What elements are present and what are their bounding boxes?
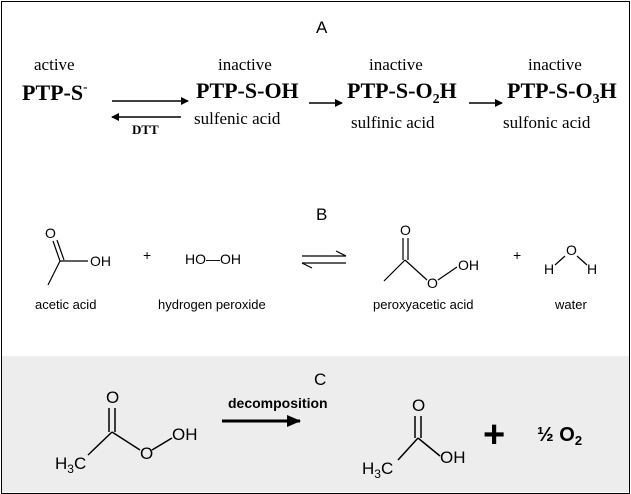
inactive-label-2: inactive <box>369 55 423 74</box>
species-sulfonic: PTP-S-O3H <box>507 78 617 107</box>
peroxy-o-top: O <box>400 222 411 238</box>
peroxy-o-mid: O <box>427 275 438 291</box>
panel-b-label: B <box>316 205 328 224</box>
hydrogen-peroxide-formula: HO—OH <box>185 251 241 267</box>
acetic-acid-oh: OH <box>90 253 111 269</box>
peroxy-oh: OH <box>458 257 479 273</box>
oxygen-product: ½ O2 <box>537 424 583 448</box>
c-acid-oh: OH <box>440 448 466 467</box>
sulfonic-acid-label: sulfonic acid <box>503 113 591 132</box>
inactive-label-1: inactive <box>218 55 272 74</box>
c-peroxyacetic-acid-structure <box>87 408 173 456</box>
equilibrium-arrow <box>301 250 347 269</box>
water-h-right: H <box>587 261 598 277</box>
species-sulfinic: PTP-S-O2H <box>347 78 457 107</box>
active-label: active <box>34 55 75 74</box>
c-acid-methyl-group: H3C <box>362 459 394 481</box>
c-acid-o-top: O <box>412 396 426 415</box>
panel-c-label: C <box>314 370 327 389</box>
hydrogen-peroxide-name: hydrogen peroxide <box>158 297 266 312</box>
inactive-label-3: inactive <box>528 55 582 74</box>
plus-2: + <box>513 247 522 263</box>
peroxyacetic-acid-structure <box>383 238 458 282</box>
c-peroxy-o-top: O <box>106 388 120 407</box>
decomposition-label: decomposition <box>228 395 328 411</box>
water-name: water <box>555 297 587 312</box>
sulfenic-acid-label: sulfenic acid <box>194 109 281 128</box>
plus-1: + <box>143 247 152 263</box>
c-plus: + <box>483 414 506 456</box>
acetic-acid-o: O <box>45 225 56 241</box>
c-methyl-group: H3C <box>55 454 87 476</box>
c-peroxy-o-mid: O <box>140 444 154 463</box>
dtt-label: DTT <box>132 122 159 137</box>
water-structure <box>554 255 588 266</box>
species-sulfenic: PTP-S-OH <box>196 78 299 103</box>
c-peroxy-oh: OH <box>172 425 198 444</box>
species-thiolate: PTP-S- <box>22 79 88 105</box>
acetic-acid-name: acetic acid <box>35 297 97 312</box>
peroxyacetic-acid-name: peroxyacetic acid <box>373 297 474 312</box>
panel-c-background <box>2 356 629 492</box>
sulfinic-acid-label: sulfinic acid <box>351 113 435 132</box>
panel-a-label: A <box>316 18 328 37</box>
water-o: O <box>566 242 577 258</box>
acetic-acid-structure <box>47 239 88 286</box>
water-h-left: H <box>544 261 555 277</box>
c-acetic-acid-structure <box>397 416 441 461</box>
